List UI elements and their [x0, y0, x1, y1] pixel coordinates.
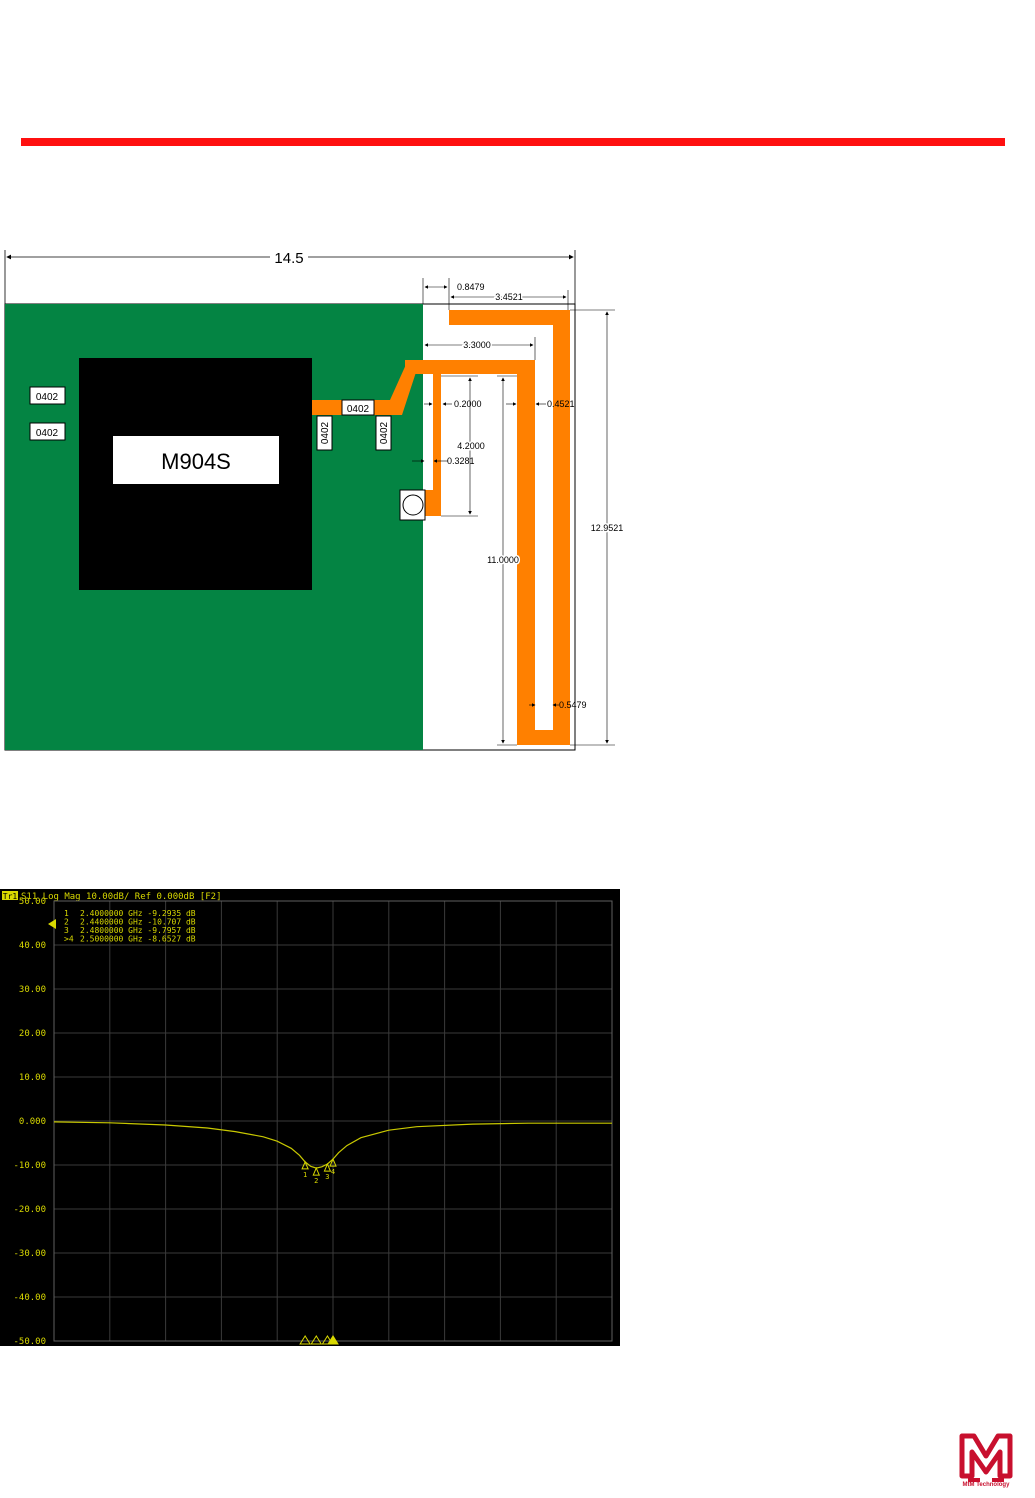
- component-label: 0402: [320, 421, 331, 444]
- y-tick-label: -50.00: [13, 1337, 46, 1346]
- marker-triangle: [323, 1162, 332, 1172]
- component-label: 0402: [379, 421, 390, 444]
- plot-header-bar: [0, 889, 620, 901]
- bottom-marker-arrows: [299, 1335, 339, 1345]
- marker-number: 1: [303, 1171, 307, 1179]
- bottom-marker-arrow: [327, 1335, 339, 1345]
- feed-trace: [312, 400, 346, 415]
- component-label: 0402: [36, 392, 59, 403]
- logo-text: MtM Technology: [962, 1482, 1010, 1488]
- antenna-short-leg: [433, 370, 441, 500]
- y-tick-label: -20.00: [13, 1205, 46, 1215]
- module-label-box: [113, 436, 279, 484]
- dim-label: 0.5479: [559, 700, 587, 710]
- marker-number: 4: [331, 1168, 335, 1176]
- dim-label: 0.2000: [454, 399, 482, 409]
- y-tick-label: 10.00: [19, 1073, 46, 1083]
- y-tick-label: 40.00: [19, 941, 46, 951]
- y-tick-label: 20.00: [19, 1029, 46, 1039]
- via-pad: [399, 489, 426, 521]
- antenna-meander-left: [517, 360, 535, 745]
- marker-table-label: 2: [64, 918, 69, 927]
- module-label: M904S: [161, 449, 231, 474]
- ref-level-arrow-left: [48, 919, 56, 929]
- dim-label: 3.4521: [495, 292, 523, 302]
- marker-table-value: 2.4800000 GHz -9.7957 dB: [80, 926, 196, 935]
- plot-background: [0, 889, 620, 1346]
- component-label: 0402: [347, 404, 370, 415]
- antenna-short-foot: [425, 490, 441, 516]
- y-tick-label: -10.00: [13, 1161, 46, 1171]
- marker-table-value: 2.5000000 GHz -8.6527 dB: [80, 935, 196, 944]
- marker-table-label: 1: [64, 909, 69, 918]
- dim-label: 4.2000: [457, 441, 485, 451]
- y-tick-label: 50.00: [19, 897, 46, 907]
- bottom-marker-arrow: [310, 1335, 323, 1345]
- dim-label: 0.4521: [547, 399, 575, 409]
- trace-id-badge: [2, 891, 18, 900]
- component-label: 0402: [36, 428, 59, 439]
- marker-number: 3: [325, 1173, 329, 1181]
- y-tick-label: 0.000: [19, 1117, 46, 1127]
- antenna-layout-diagram: M904S 0402 0402 0402 0402 0402 14.5 0.84…: [4, 250, 625, 751]
- mtm-logo-icon: [959, 1433, 1013, 1482]
- dim-label: 0.3281: [447, 456, 475, 466]
- component-0402-a: [29, 386, 66, 405]
- dim-label: 11.0000: [487, 555, 519, 565]
- via-circle: [402, 494, 424, 516]
- y-tick-label: -40.00: [13, 1293, 46, 1303]
- antenna-meander-right: [553, 310, 570, 745]
- marker-table-value: 2.4400000 GHz -10.707 dB: [80, 918, 196, 927]
- dim-label: 12.9521: [591, 523, 624, 533]
- marker-table-label: >4: [64, 935, 74, 944]
- trace-id: Tr1: [3, 892, 18, 901]
- y-tick-label: 30.00: [19, 985, 46, 995]
- component-0402-shunt-b: [375, 415, 392, 451]
- dim-label: 3.3000: [463, 340, 491, 350]
- marker-table: 1 2.4000000 GHz -9.2935 dB 2 2.4400000 GHz …: [64, 909, 196, 944]
- marker-table-label: 3: [64, 926, 69, 935]
- antenna-tip-arm: [449, 310, 570, 325]
- bottom-marker-arrow: [299, 1335, 312, 1345]
- dim-overall-width: 14.5: [274, 250, 303, 267]
- antenna-top-arm: [405, 360, 535, 374]
- header-red-rule: [21, 138, 1005, 146]
- marker-triangle: [329, 1157, 337, 1167]
- component-0402-shunt-a: [316, 415, 333, 451]
- dim-label: 0.8479: [457, 282, 485, 292]
- marker-triangle: [301, 1160, 309, 1170]
- component-0402-series: [341, 399, 375, 416]
- antenna-gap: [535, 702, 553, 730]
- y-tick-label: -30.00: [13, 1249, 46, 1259]
- antenna-gap: [535, 374, 553, 702]
- plot-header-text: S11 Log Mag 10.00dB/ Ref 0.000dB [F2]: [21, 892, 221, 902]
- y-tick-labels: 50.00 40.00 30.00 20.00 10.00 0.000 -10.00 -20.…: [13, 897, 46, 1346]
- component-0402-b: [29, 422, 66, 441]
- marker-triangle: [312, 1166, 321, 1176]
- vna-s11-plot: Tr1 S11 Log Mag 10.00dB/ Ref 0.000dB [F2…: [0, 889, 620, 1346]
- antenna-gap: [535, 325, 553, 360]
- marker-number: 2: [314, 1177, 318, 1185]
- marker-table-value: 2.4000000 GHz -9.2935 dB: [80, 909, 196, 918]
